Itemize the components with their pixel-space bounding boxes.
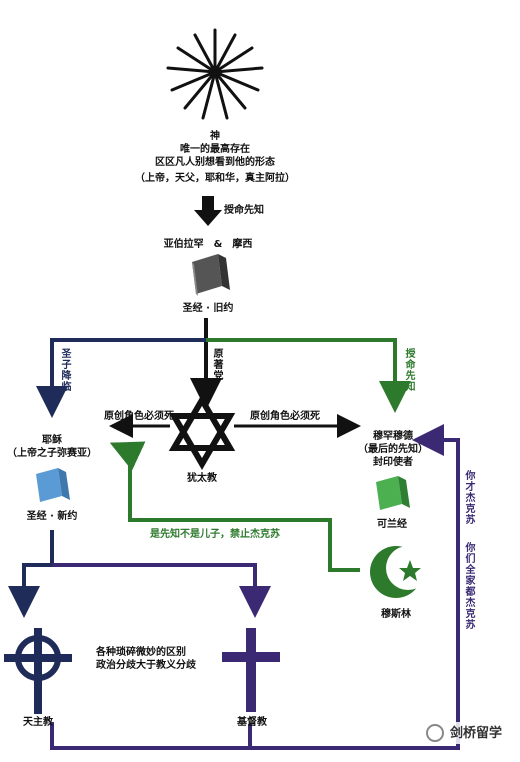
abraham-moses-label: 亚伯拉罕 & 摩西 <box>163 239 253 250</box>
prophet2-label: 授命先知 <box>403 348 414 392</box>
must-die-right: 原创角色必须死 <box>250 411 320 422</box>
difference-note-2: 政治分歧大于教义分歧 <box>96 660 196 671</box>
muhammad-sub2: 封印使者 <box>373 457 413 468</box>
prophet-label: 授命先知 <box>224 205 264 216</box>
crescent-star-icon <box>370 546 430 598</box>
god-label: 神 <box>210 131 220 142</box>
must-die-left: 原创角色必须死 <box>104 411 174 422</box>
old-testament-label: 圣经 · 旧约 <box>182 303 234 314</box>
right-vertical-2: 你们全家都杰克苏 <box>463 542 474 630</box>
prophet-arrow <box>194 196 222 226</box>
god-desc-1: 唯一的最高存在 <box>180 144 250 155</box>
protestant-label: 基督教 <box>237 717 267 728</box>
quran-label: 可兰经 <box>377 519 407 530</box>
jesus-label: 耶稣 <box>42 435 62 446</box>
celtic-cross-icon <box>4 628 72 714</box>
god-names: （上帝，天父，耶和华，真主阿拉） <box>135 173 295 184</box>
latin-cross-icon <box>222 628 280 712</box>
watermark-text: 剑桥留学 <box>449 725 502 741</box>
original-party-label: 原著党 <box>211 348 222 381</box>
catholic-label: 天主教 <box>23 717 53 728</box>
old-testament-book-icon <box>192 254 230 296</box>
wechat-icon <box>425 724 444 742</box>
right-vertical-1: 你才杰克苏 <box>463 470 474 525</box>
new-testament-label: 圣经 · 新约 <box>26 511 78 522</box>
muslim-label: 穆斯林 <box>381 609 411 620</box>
star-of-david-icon <box>168 394 236 470</box>
jesus-sub-label: （上帝之子弥赛亚） <box>7 448 97 459</box>
holy-spirit-label: 圣子降临 <box>59 348 70 392</box>
muhammad-sub1: （最后的先知） <box>358 444 428 455</box>
new-testament-book-icon <box>36 468 70 502</box>
islam-note-label: 是先知不是儿子，禁止杰克苏 <box>150 529 280 540</box>
god-desc-2: 区区凡人别想看到他的形态 <box>155 157 275 168</box>
quran-book-icon <box>376 476 410 510</box>
radiance-icon <box>166 28 264 120</box>
muhammad-label: 穆罕穆德 <box>373 431 413 442</box>
difference-note-1: 各种琐碎微妙的区别 <box>96 647 186 658</box>
watermark: 剑桥留学 <box>419 722 508 744</box>
judaism-label: 犹太教 <box>187 473 217 484</box>
